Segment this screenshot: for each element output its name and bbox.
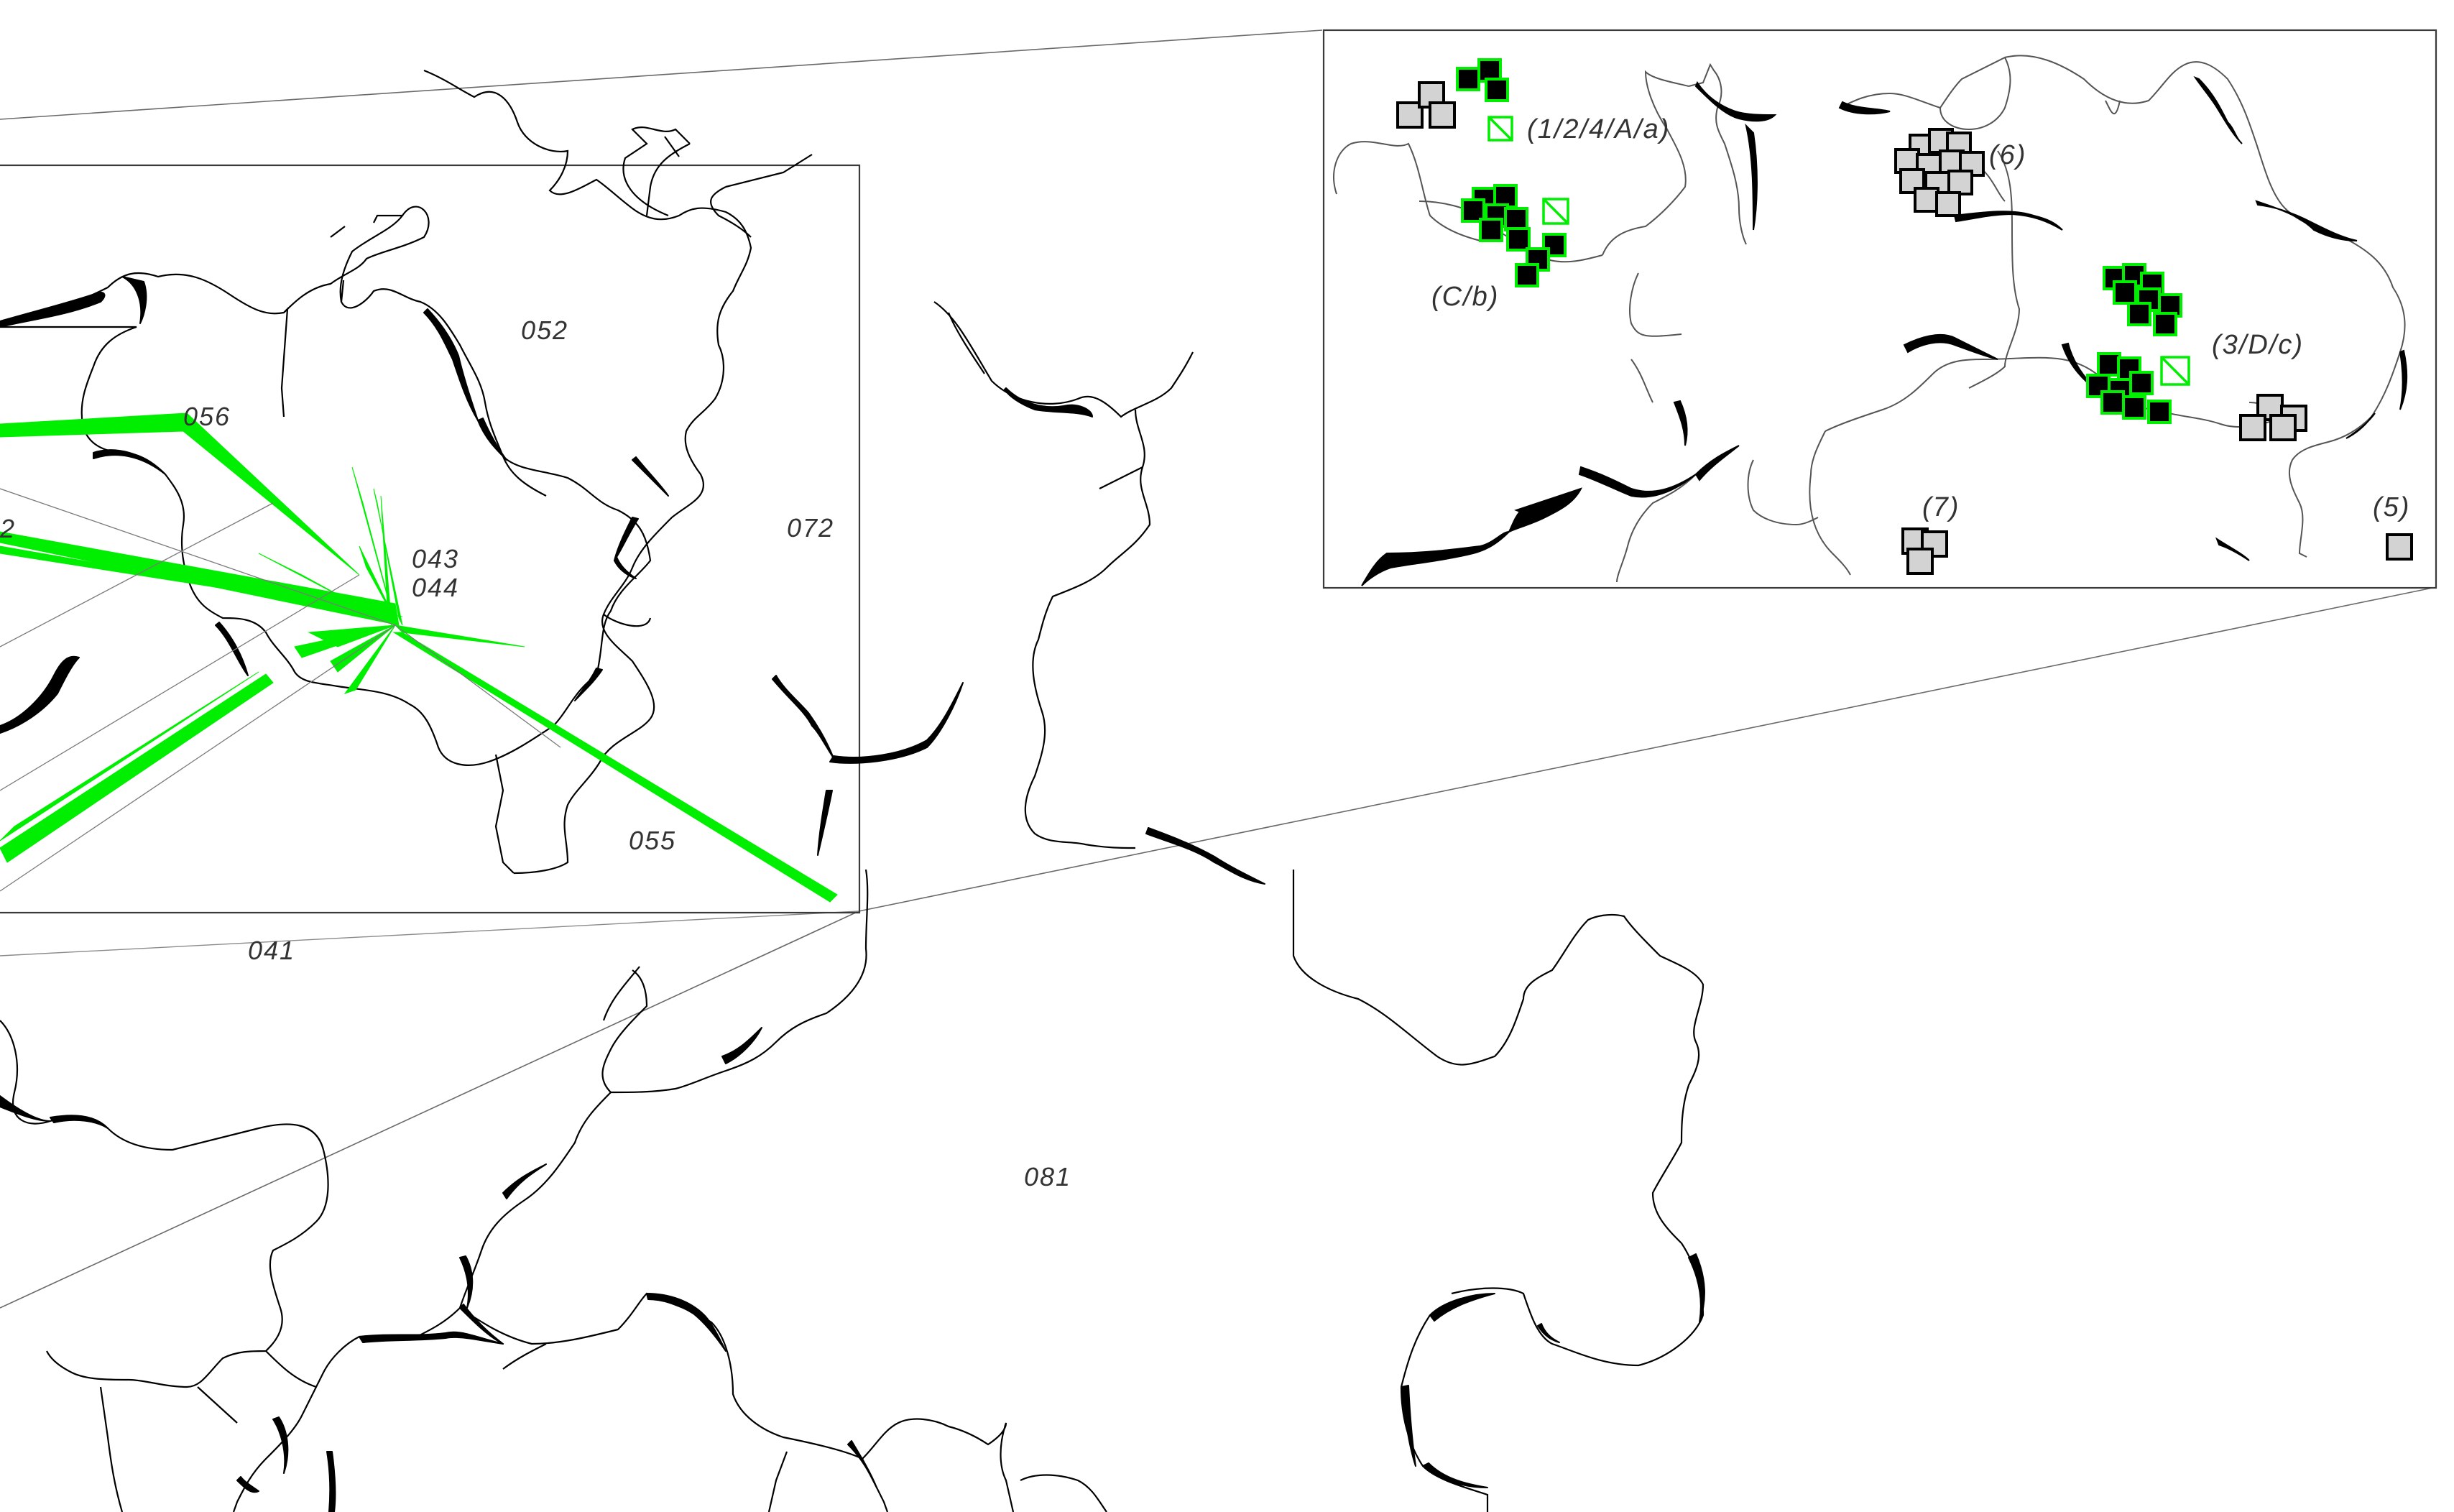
flow-wedge (343, 624, 396, 694)
inset-group-labels: (1/2/4/A/a) (C/b) (6) (3/D/c) (7) (5) (1431, 114, 2410, 522)
marker-highlighted (1515, 263, 1539, 287)
flow-wedge (380, 495, 392, 626)
flow-wedge (373, 488, 403, 626)
flow-wedge (0, 671, 259, 842)
marker-other (2269, 414, 2297, 441)
flow-wedge (0, 531, 400, 626)
marker-hatched (1487, 116, 1513, 142)
inset-coastlines (1361, 75, 2408, 586)
marker-highlighted (2153, 312, 2177, 336)
marker-highlighted (1461, 198, 1485, 223)
region-label-052: 052 (521, 315, 568, 345)
flow-wedge (394, 624, 525, 647)
zoom-guide-lines (0, 29, 2433, 1309)
marker-highlighted (2100, 390, 2125, 415)
flow-arrows (0, 412, 838, 903)
flow-wedge (258, 553, 396, 626)
coastlines (0, 276, 1705, 1512)
group-label-C-b: (C/b) (1431, 282, 1499, 312)
marker-other (1914, 187, 1939, 213)
marker-other (1947, 170, 1973, 195)
marker-other (1906, 548, 1934, 575)
marker-other (1429, 101, 1456, 129)
flow-wedge (308, 624, 396, 647)
marker-other (2239, 414, 2266, 441)
inset-markers-hatched (1487, 116, 2190, 386)
marker-highlighted (1456, 67, 1480, 91)
marker-highlighted (1506, 227, 1531, 252)
marker-highlighted (1504, 207, 1528, 231)
marker-other (1935, 191, 1961, 217)
flow-wedge (351, 466, 396, 626)
region-labels: 052 056 043 044 072 055 041 081 2 (0, 315, 1071, 1191)
flow-wedge (392, 632, 838, 903)
inset-markers-other (1396, 81, 2413, 575)
marker-highlighted (2097, 352, 2121, 377)
region-label-044: 044 (412, 573, 459, 602)
inset-markers-highlighted (1456, 58, 2182, 424)
region-label-043: 043 (412, 544, 459, 573)
inset-borders (1333, 55, 2406, 583)
group-label-3-D-c: (3/D/c) (2212, 330, 2304, 360)
marker-other (2386, 533, 2413, 561)
flow-thin-lines (0, 488, 561, 892)
marker-highlighted (2129, 371, 2154, 395)
region-label-072: 072 (787, 513, 834, 543)
flow-wedge (359, 545, 400, 627)
inset-panel: (1/2/4/A/a) (C/b) (6) (3/D/c) (7) (5) (1322, 29, 2437, 589)
region-label-081: 081 (1024, 1162, 1071, 1191)
group-label-7: (7) (1922, 492, 1960, 522)
group-label-5: (5) (2373, 492, 2410, 522)
flow-wedge (0, 673, 274, 863)
region-label-055: 055 (629, 826, 676, 855)
marker-highlighted (2122, 395, 2146, 420)
marker-highlighted (2127, 302, 2151, 326)
flow-wedge (0, 412, 360, 576)
focus-frame (0, 164, 861, 914)
marker-hatched (1542, 198, 1569, 225)
marker-hatched (2160, 356, 2190, 386)
group-label-1-2-4-A-a: (1/2/4/A/a) (1527, 114, 1670, 144)
region-borders (0, 69, 1705, 1512)
marker-highlighted (1485, 78, 1509, 102)
flow-wedge (0, 545, 403, 617)
marker-highlighted (1479, 218, 1503, 242)
marker-highlighted (2147, 400, 2172, 424)
marker-highlighted (2113, 280, 2137, 305)
region-label-041: 041 (248, 936, 295, 965)
region-label-056: 056 (183, 402, 231, 431)
group-label-6: (6) (1989, 140, 2026, 170)
marker-highlighted (1542, 233, 1567, 257)
region-label-partial: 2 (0, 514, 16, 543)
